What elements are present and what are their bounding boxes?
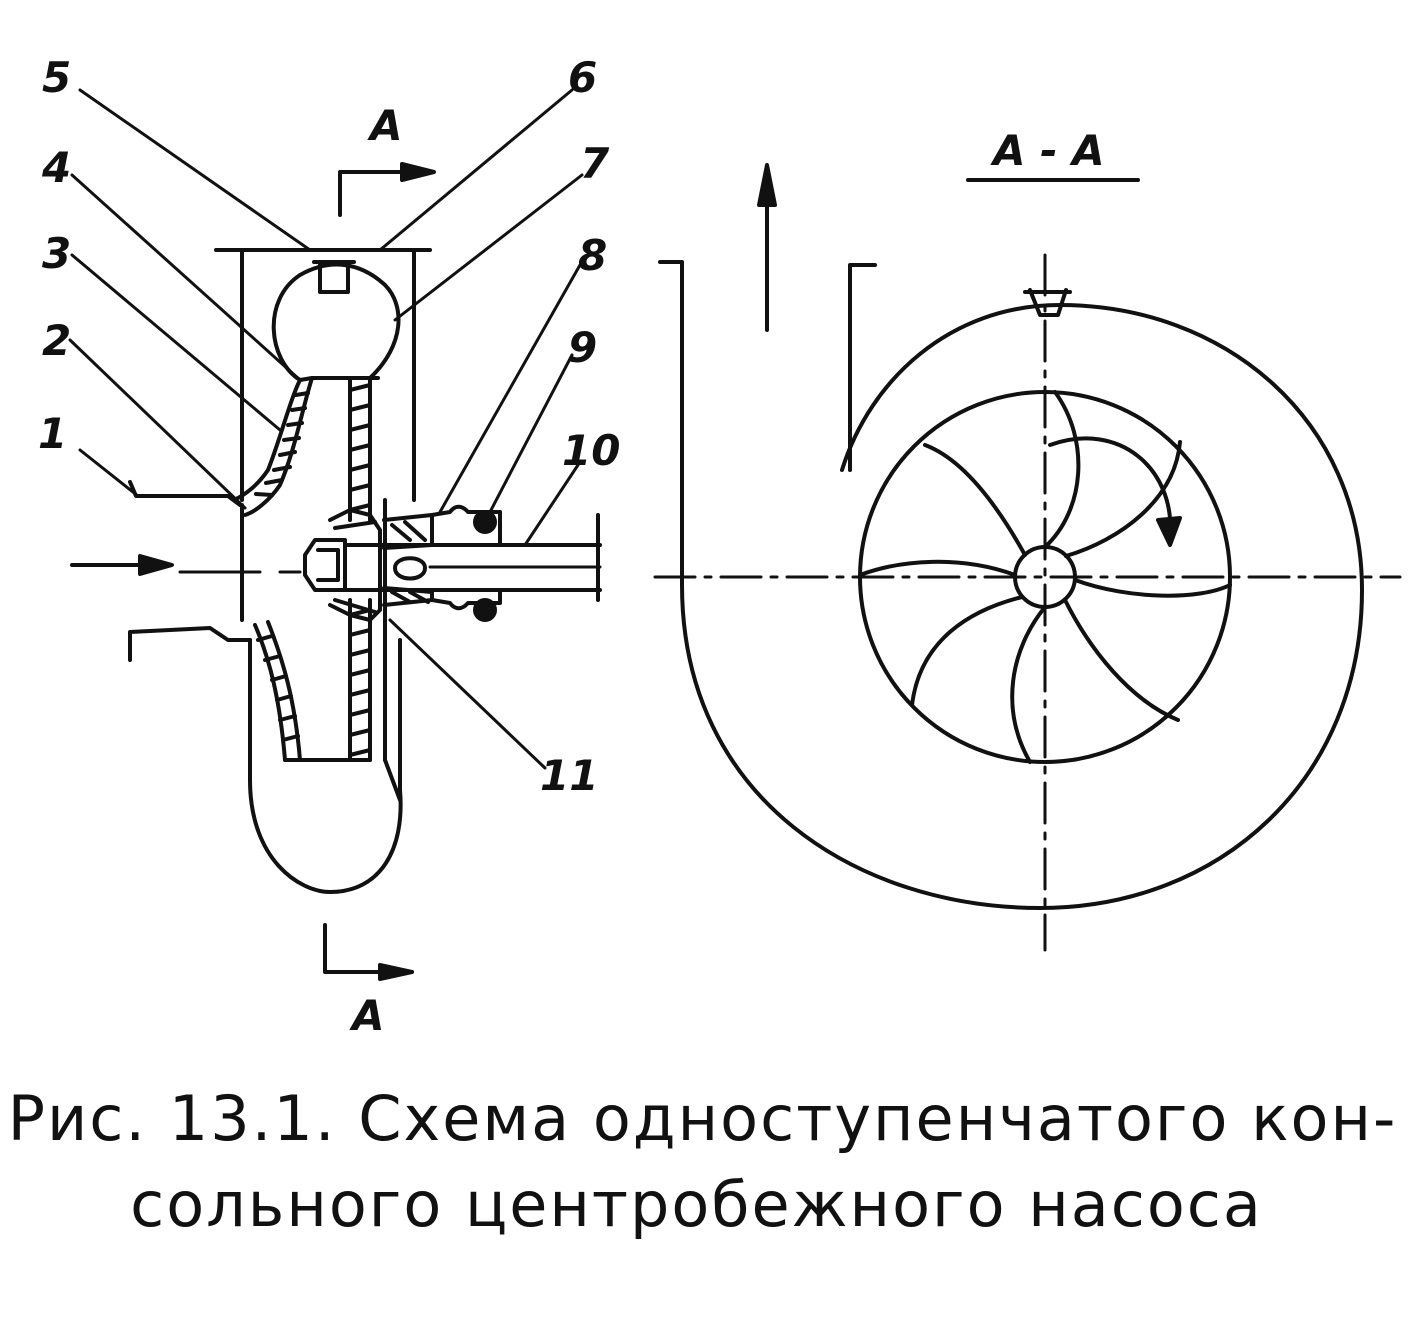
leader-2 xyxy=(68,338,247,510)
pump-drawing: 5 4 3 2 1 6 7 8 9 10 11 A A A - A xyxy=(38,53,1402,1040)
callout-8: 8 xyxy=(578,231,607,280)
leader-1 xyxy=(78,448,140,498)
callout-7: 7 xyxy=(580,139,610,188)
caption-line-1: Рис. 13.1. Схема одноступенчатого кон- xyxy=(7,1082,1398,1155)
leader-6 xyxy=(378,88,574,252)
leader-3 xyxy=(70,253,282,432)
cross-section-a-a xyxy=(653,163,1402,952)
volute-top xyxy=(271,262,401,382)
section-label-bottom: A xyxy=(349,991,385,1040)
volute-bottom xyxy=(248,638,403,894)
section-mark-top xyxy=(338,170,392,217)
section-label-top: A xyxy=(367,101,403,150)
leader-4 xyxy=(70,173,302,382)
inlet-upper xyxy=(128,480,242,507)
leader-11 xyxy=(388,618,547,770)
volute-casing xyxy=(658,260,1364,910)
callout-11: 11 xyxy=(540,751,598,800)
callout-1: 1 xyxy=(38,409,67,458)
discharge-nozzle xyxy=(848,263,877,472)
callout-5: 5 xyxy=(42,53,71,102)
callout-6: 6 xyxy=(568,53,597,102)
leader-8 xyxy=(438,263,582,514)
leader-5 xyxy=(78,88,312,252)
callout-2: 2 xyxy=(42,316,71,365)
section-view-title: A - A xyxy=(990,126,1105,175)
callout-4: 4 xyxy=(41,143,71,192)
inlet-lower xyxy=(128,626,252,662)
longitudinal-section xyxy=(68,88,602,981)
air-valve xyxy=(318,260,350,294)
leader-10 xyxy=(523,463,580,547)
leader-9 xyxy=(488,353,574,514)
caption-line-2: сольного центробежного насоса xyxy=(130,1168,1263,1241)
impeller-vanes xyxy=(858,390,1232,764)
leader-7 xyxy=(393,173,584,322)
shaft-key xyxy=(393,556,427,581)
callout-9: 9 xyxy=(568,323,597,372)
rotation-arrow xyxy=(1048,436,1173,537)
callout-10: 10 xyxy=(562,426,620,475)
callout-3: 3 xyxy=(42,229,71,278)
section-mark-bottom xyxy=(323,923,372,974)
front-shroud-upper xyxy=(232,378,302,502)
